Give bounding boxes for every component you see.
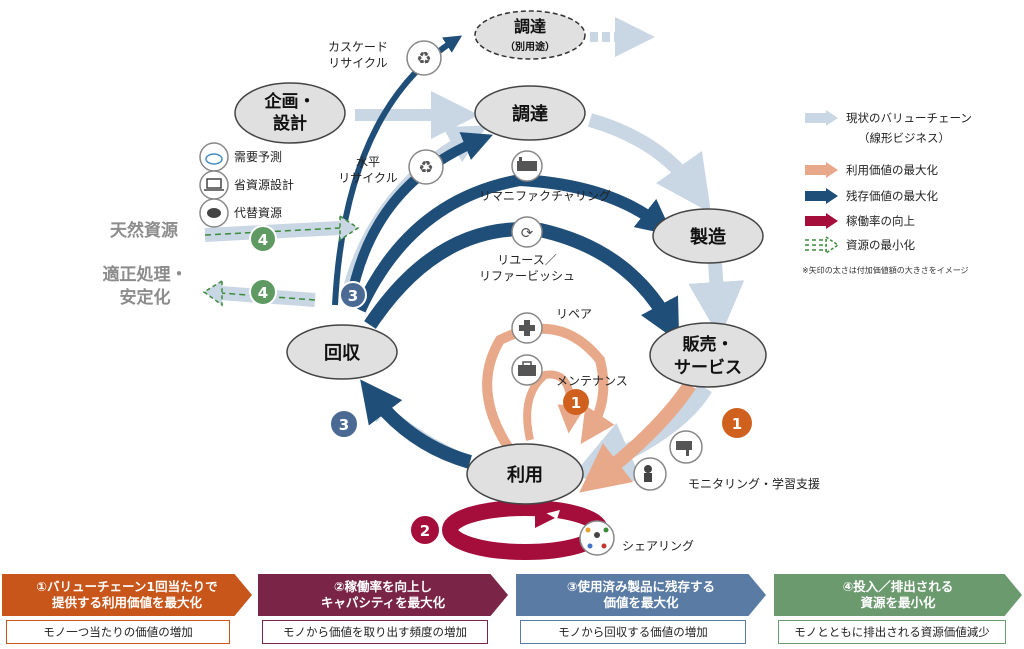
svg-text:現状のバリューチェーン: 現状のバリューチェーン (846, 111, 972, 125)
svg-text:残存価値の最大化: 残存価値の最大化 (846, 189, 938, 203)
recycle-icon: ♻ (408, 149, 444, 185)
footer-box-1: ①バリューチェーン1回当たりで 提供する利用価値を最大化 (2, 574, 252, 616)
svg-text:販売・: 販売・ (683, 334, 734, 355)
legend-item-utilization: 稼働率の向上 (805, 213, 915, 229)
svg-text:リユース／: リユース／ (497, 253, 556, 267)
svg-text:カスケード: カスケード (328, 40, 388, 54)
svg-text:3: 3 (348, 287, 358, 305)
svg-text:安定化: 安定化 (120, 287, 171, 308)
reuse-icon: ⟳ (511, 216, 543, 248)
badge-1-outer: 1 (722, 408, 752, 438)
recycle-icon: ♻ (406, 40, 442, 76)
badge-3-upper: 3 (339, 281, 367, 309)
svg-text:回収: 回収 (324, 343, 361, 364)
svg-text:企画・: 企画・ (264, 91, 316, 112)
badge-3-lower: 3 (329, 409, 359, 439)
footer-title-1: ①バリューチェーン1回当たりで 提供する利用価値を最大化 (36, 579, 218, 610)
footer-title-4: ④投入／排出される 資源を最小化 (842, 579, 954, 610)
node-planning: 企画・ 設計 (234, 82, 346, 144)
svg-text:4: 4 (258, 231, 268, 249)
svg-text:調達: 調達 (512, 103, 548, 125)
badge-2: 2 (409, 514, 441, 546)
svg-text:稼働率の向上: 稼働率の向上 (846, 214, 915, 228)
utilization-loop (442, 500, 608, 560)
label-maintenance: メンテナンス (556, 374, 628, 388)
label-demand-forecast: 需要予測 (234, 150, 282, 164)
label-disposal: 適正処理・ 安定化 (103, 264, 188, 308)
footer-sub-4: モノとともに排出される資源価値減少 (778, 620, 1006, 644)
legend-item-current: 現状のバリューチェーン （線形ビジネス） (805, 110, 972, 145)
sharing-icon (579, 520, 615, 556)
footer-title-3: ③使用済み製品に残存する 価値を最大化 (566, 579, 716, 610)
node-collect: 回収 (286, 324, 398, 380)
footer-sub-3: モノから回収する価値の増加 (520, 620, 746, 644)
svg-text:利用: 利用 (507, 464, 543, 486)
footer-sub-2: モノから価値を取り出す頻度の増加 (262, 620, 488, 644)
laptop-icon (199, 170, 229, 200)
legend-item-resource: 資源の最小化 (805, 235, 915, 255)
svg-text:調達: 調達 (514, 17, 546, 36)
node-manufacture: 製造 (652, 208, 764, 264)
legend-note: ※矢印の太さは付加価値額の大きさをイメージ (802, 265, 969, 275)
svg-text:リサイクル: リサイクル (338, 171, 397, 185)
label-monitoring: モニタリング・学習支援 (688, 476, 820, 491)
badge-1-inner: 1 (563, 389, 589, 415)
svg-text:設計: 設計 (273, 113, 307, 134)
footer-box-4: ④投入／排出される 資源を最小化 (774, 574, 1022, 616)
camera-icon (669, 430, 703, 464)
label-remanufacturing: リマニファクチャリング (479, 189, 611, 203)
svg-text:サービス: サービス (674, 358, 742, 378)
footer-title-2: ②稼働率を向上し キャパシティを最大化 (320, 579, 446, 610)
legend-item-use-value: 利用価値の最大化 (805, 162, 938, 178)
svg-text:利用価値の最大化: 利用価値の最大化 (846, 163, 938, 177)
badge-4-upper: 4 (249, 225, 277, 253)
label-resource-saving: 省資源設計 (234, 177, 294, 192)
node-procure: 調達 (474, 85, 586, 141)
svg-text:リサイクル: リサイクル (328, 56, 387, 70)
svg-text:リファービッシュ: リファービッシュ (479, 269, 575, 283)
footer-sub-1: モノ一つ当たりの価値の増加 (6, 620, 230, 644)
svg-text:適正処理・: 適正処理・ (103, 264, 188, 285)
legend-item-residual: 残存価値の最大化 (805, 188, 938, 204)
svg-text:水平: 水平 (356, 155, 380, 169)
label-horizontal: 水平 リサイクル (338, 155, 397, 185)
svg-text:♻: ♻ (416, 49, 431, 69)
legend: 現状のバリューチェーン （線形ビジネス） 利用価値の最大化 残存価値の最大化 稼… (802, 110, 972, 275)
label-reuse: リユース／ リファービッシュ (479, 253, 575, 283)
leaf-icon (199, 198, 229, 228)
factory-icon (511, 150, 543, 182)
svg-text:♻: ♻ (418, 158, 433, 178)
svg-text:3: 3 (339, 416, 349, 434)
badge-4-lower: 4 (249, 278, 277, 306)
label-cascade: カスケード リサイクル (328, 40, 388, 70)
svg-text:資源の最小化: 資源の最小化 (846, 238, 915, 252)
label-repair: リペア (556, 307, 592, 321)
svg-text:1: 1 (732, 415, 742, 433)
cloud-icon (199, 142, 229, 172)
node-use: 利用 (466, 443, 584, 505)
svg-text:1: 1 (571, 394, 581, 412)
toolbox-icon (511, 354, 543, 386)
svg-text:（線形ビジネス）: （線形ビジネス） (858, 131, 950, 145)
repair-icon (511, 312, 543, 344)
node-procure-alt: 調達 （別用途） (474, 10, 586, 60)
teacher-icon (633, 457, 667, 491)
label-substitute: 代替資源 (234, 206, 282, 220)
footer-box-2: ②稼働率を向上し キャパシティを最大化 (258, 574, 508, 616)
svg-text:4: 4 (258, 284, 268, 302)
label-sharing: シェアリング (622, 539, 694, 553)
svg-text:製造: 製造 (689, 226, 726, 248)
node-sales: 販売・ サービス (649, 322, 767, 388)
svg-text:（別用途）: （別用途） (505, 40, 555, 53)
footer-box-3: ③使用済み製品に残存する 価値を最大化 (516, 574, 766, 616)
svg-text:2: 2 (420, 522, 430, 540)
svg-text:⟳: ⟳ (521, 224, 534, 242)
label-natural-resources: 天然資源 (110, 220, 178, 241)
